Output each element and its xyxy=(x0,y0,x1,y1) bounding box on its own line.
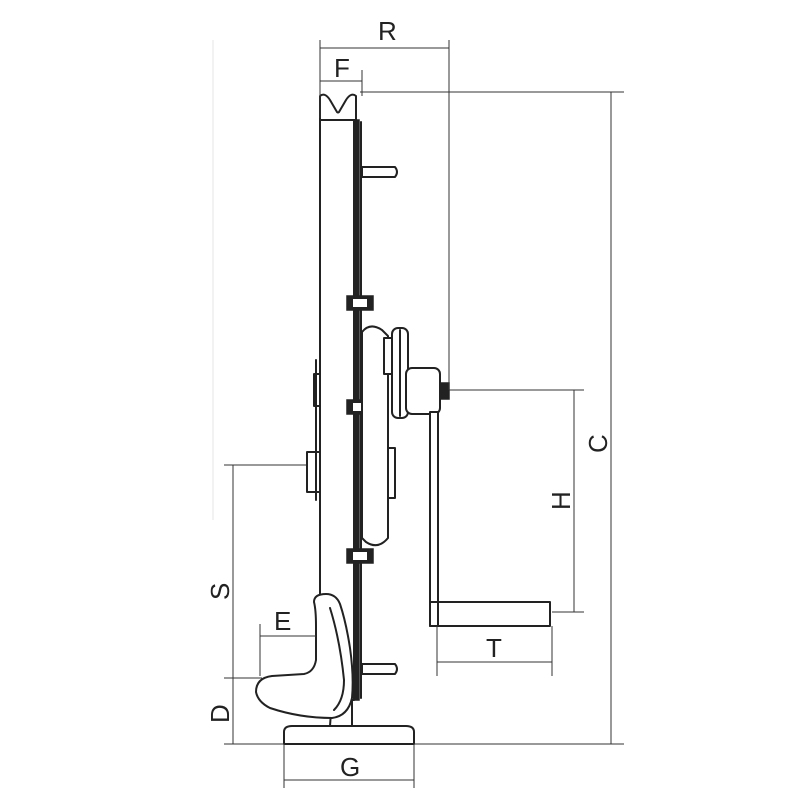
lower-guide-pin xyxy=(361,663,398,675)
top-saddle xyxy=(319,93,357,121)
label-r: R xyxy=(378,16,397,46)
label-d: D xyxy=(205,704,235,723)
housing-side-boss-top xyxy=(383,337,393,375)
label-h: H xyxy=(546,491,576,510)
upper-guide-pin xyxy=(361,166,398,178)
dimension-lines xyxy=(212,40,624,788)
label-s: S xyxy=(205,583,235,600)
crank-handle xyxy=(429,601,551,627)
bolt-middle-inner xyxy=(353,403,367,411)
dimension-labels: R F E T G C H S D xyxy=(205,16,613,782)
label-t: T xyxy=(486,633,502,663)
label-g: G xyxy=(340,752,360,782)
label-c: C xyxy=(583,434,613,453)
crank-nut xyxy=(439,382,450,400)
bolt-bottom-inner xyxy=(353,552,367,560)
lifting-toe xyxy=(255,593,354,719)
bolt-top-inner xyxy=(353,299,367,307)
housing-side-boss-bottom xyxy=(387,447,396,499)
toe-inner-curve xyxy=(329,607,345,711)
label-e: E xyxy=(274,606,291,636)
left-boss-lower xyxy=(306,451,321,493)
base-plate xyxy=(283,725,415,745)
gear-housing xyxy=(361,325,389,547)
crank-arm xyxy=(429,411,439,627)
crank-hub xyxy=(405,367,441,415)
jack-body xyxy=(255,93,551,745)
label-f: F xyxy=(334,53,350,83)
